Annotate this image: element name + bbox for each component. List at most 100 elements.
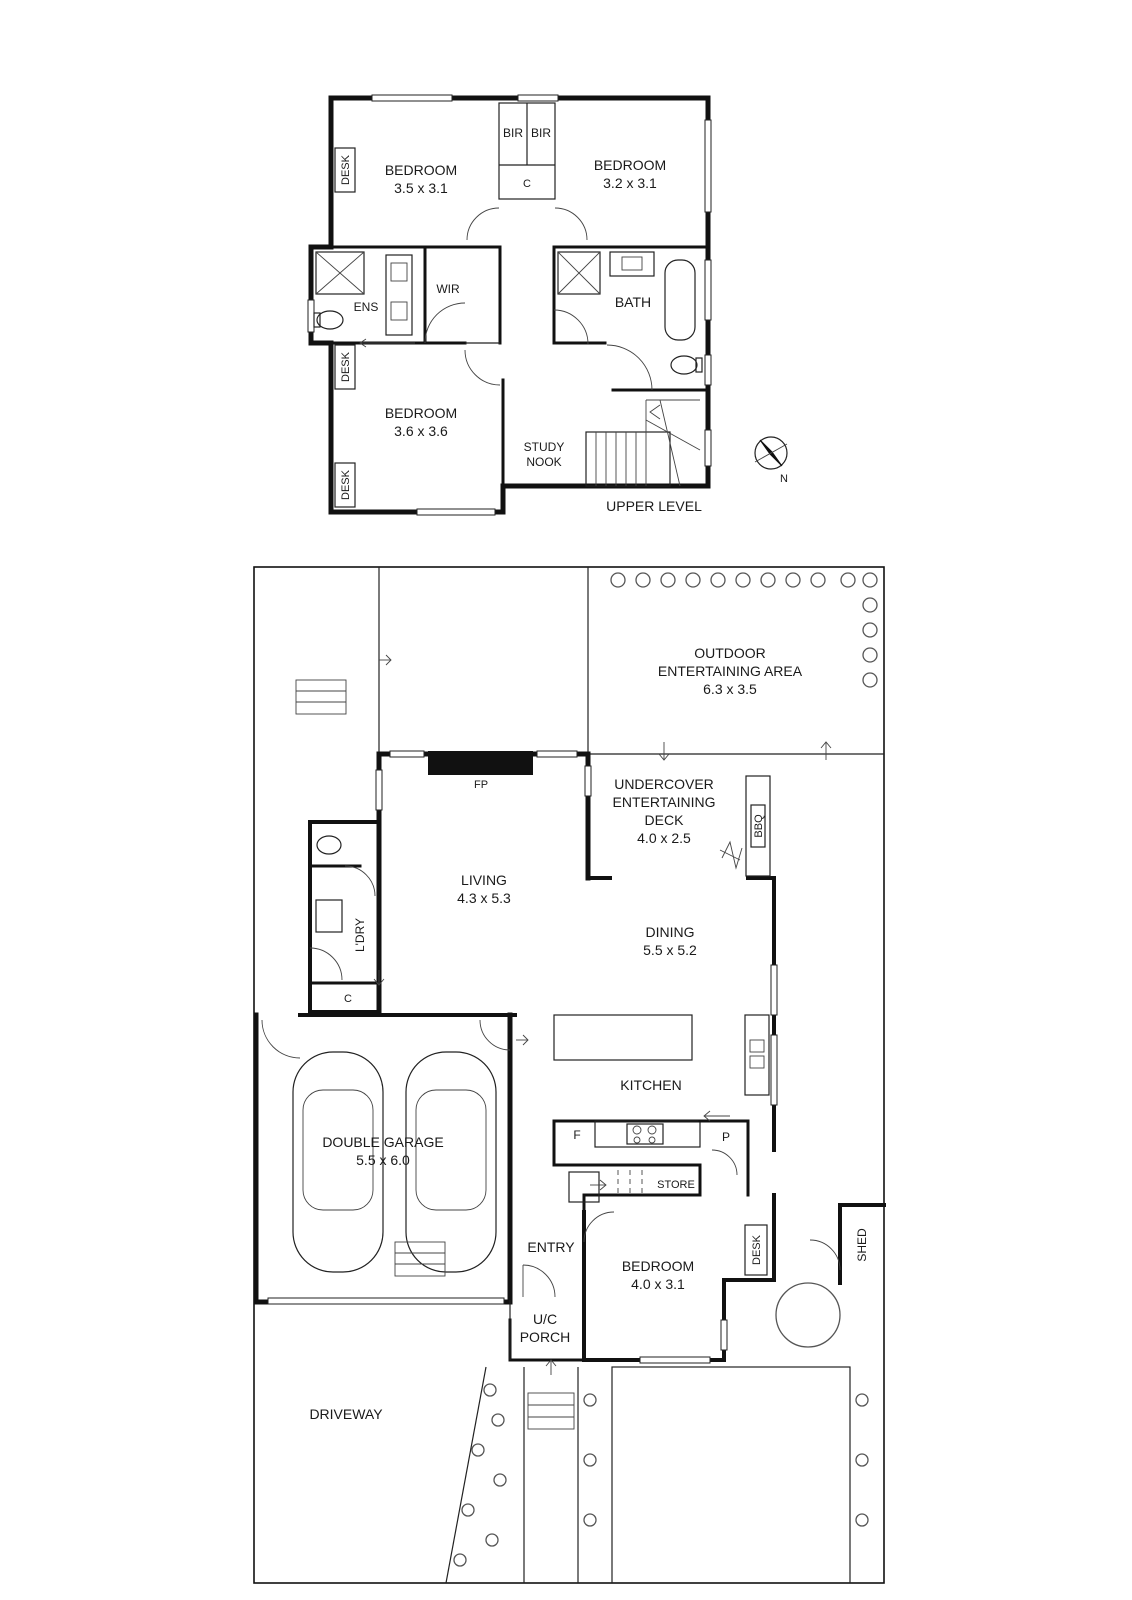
bbq-bench xyxy=(745,775,771,877)
pantry-label: P xyxy=(722,1130,730,1144)
compass: N xyxy=(754,436,788,485)
room-name: ENS xyxy=(354,300,379,314)
door-swing xyxy=(479,1019,511,1051)
desk xyxy=(334,462,356,508)
room-name: BEDROOM xyxy=(385,162,457,178)
window xyxy=(639,1356,711,1364)
shower xyxy=(315,251,365,295)
toilet xyxy=(316,835,342,855)
desk-label: DESK xyxy=(751,1234,763,1265)
room-name: BATH xyxy=(615,294,651,310)
room-size: 3.5 x 3.1 xyxy=(394,180,448,196)
upper-level xyxy=(307,94,712,516)
desk xyxy=(334,147,356,193)
room-name: BIR xyxy=(531,126,551,140)
property-boundary xyxy=(253,566,885,1584)
room-name: STUDY xyxy=(524,440,565,454)
window xyxy=(536,750,578,758)
kitchen-island xyxy=(553,1014,693,1061)
staircase xyxy=(585,431,671,487)
bbq-label: BBQ xyxy=(753,814,765,838)
door-swing xyxy=(261,1019,301,1059)
window xyxy=(375,769,383,811)
room-size: 4.0 x 3.1 xyxy=(631,1276,685,1292)
area-name: DECK xyxy=(645,812,685,828)
room-name: PORCH xyxy=(520,1329,571,1345)
window xyxy=(704,119,712,213)
room-name: U/C xyxy=(533,1311,557,1327)
room-name: ENTRY xyxy=(527,1239,575,1255)
bathtub xyxy=(664,259,696,341)
room-name: DOUBLE GARAGE xyxy=(322,1134,443,1150)
fridge-label: F xyxy=(573,1128,580,1142)
fireplace xyxy=(428,751,533,775)
desk-label: DESK xyxy=(340,469,352,500)
door-swing xyxy=(309,947,343,981)
room-name: WIR xyxy=(436,282,460,296)
desk-label: DESK xyxy=(340,154,352,185)
window xyxy=(389,750,425,758)
toilet xyxy=(316,310,344,330)
door-swing xyxy=(583,1211,615,1243)
fireplace-label: FP xyxy=(474,779,488,791)
window xyxy=(770,964,778,1016)
area-size: 4.0 x 2.5 xyxy=(637,830,691,846)
vanity xyxy=(609,251,655,277)
room-name: BIR xyxy=(503,126,523,140)
area-name: OUTDOOR xyxy=(694,645,766,661)
room-name: C xyxy=(344,993,352,1005)
room-size: 5.5 x 6.0 xyxy=(356,1152,410,1168)
area-name: ENTERTAINING xyxy=(613,794,716,810)
room-name: SHED xyxy=(855,1228,869,1262)
desk xyxy=(334,344,356,390)
room-name: DINING xyxy=(646,924,695,940)
window xyxy=(416,508,496,516)
door-swing xyxy=(464,349,501,386)
car xyxy=(405,1051,497,1273)
garage-door xyxy=(267,1297,505,1305)
room-name: LIVING xyxy=(461,872,507,888)
room-name: KITCHEN xyxy=(620,1077,681,1093)
window xyxy=(517,94,559,102)
ground-level xyxy=(253,566,886,1584)
window xyxy=(704,354,712,386)
area-name: ENTERTAINING AREA xyxy=(658,663,803,679)
room-name: STORE xyxy=(657,1179,695,1191)
room-name: BEDROOM xyxy=(594,157,666,173)
sink-bench xyxy=(744,1014,770,1096)
garden-bed xyxy=(611,1366,851,1584)
window xyxy=(770,1034,778,1106)
room-name: NOOK xyxy=(526,455,561,469)
room-size: 3.2 x 3.1 xyxy=(603,175,657,191)
vanity xyxy=(385,254,413,336)
door-swing xyxy=(553,309,589,345)
compass-icon xyxy=(754,436,788,470)
window xyxy=(704,429,712,467)
shrubs xyxy=(453,572,878,1567)
level-label: UPPER LEVEL xyxy=(606,498,702,514)
door-swing xyxy=(711,1149,738,1176)
door-swing xyxy=(344,865,376,897)
door-swing xyxy=(466,207,500,241)
car xyxy=(292,1051,384,1273)
window xyxy=(704,259,712,321)
room-size: 5.5 x 5.2 xyxy=(643,942,697,958)
laundry-tub xyxy=(315,899,343,933)
door-swing xyxy=(424,302,466,344)
shower xyxy=(557,251,601,295)
room-name: BEDROOM xyxy=(622,1258,694,1274)
door-swing xyxy=(522,1264,556,1298)
area-name: DRIVEWAY xyxy=(309,1406,383,1422)
desk xyxy=(744,1224,768,1276)
window xyxy=(307,299,315,333)
room-name: L'DRY xyxy=(353,918,367,952)
area-name: UNDERCOVER xyxy=(614,776,714,792)
cooktop-bench xyxy=(594,1120,701,1148)
window xyxy=(371,94,453,102)
toilet xyxy=(670,355,698,375)
room-size: 4.3 x 5.3 xyxy=(457,890,511,906)
door-swing xyxy=(554,207,588,241)
room-name: C xyxy=(523,178,531,190)
